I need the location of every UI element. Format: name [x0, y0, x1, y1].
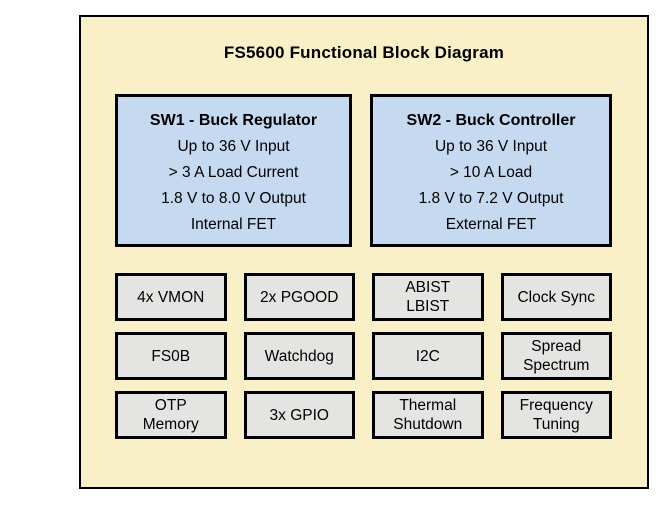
- function-blocks-grid: 4x VMON 2x PGOOD ABIST LBIST Clock Sync …: [115, 273, 612, 439]
- sw1-heading: SW1 - Buck Regulator: [149, 112, 318, 129]
- function-block-clock-sync: Clock Sync: [500, 273, 612, 321]
- sw2-input-spec: Up to 36 V Input: [434, 138, 548, 155]
- function-block-fs0b: FS0B: [115, 332, 227, 380]
- function-block-4x-vmon: 4x VMON: [115, 273, 227, 321]
- sw2-load-spec: > 10 A Load: [449, 164, 533, 181]
- function-block-spread-spectrum: Spread Spectrum: [500, 332, 612, 380]
- regulator-blocks-row: SW1 - Buck Regulator Up to 36 V Input > …: [115, 94, 612, 247]
- block-diagram-frame: FS5600 Functional Block Diagram SW1 - Bu…: [79, 15, 649, 489]
- sw1-output-spec: 1.8 V to 8.0 V Output: [161, 190, 306, 207]
- sw1-input-spec: Up to 36 V Input: [177, 138, 290, 155]
- sw2-buck-controller-block: SW2 - Buck Controller Up to 36 V Input >…: [370, 94, 612, 247]
- function-block-thermal-shutdown: Thermal Shutdown: [372, 391, 484, 439]
- function-block-2x-pgood: 2x PGOOD: [243, 273, 355, 321]
- function-block-otp-memory: OTP Memory: [115, 391, 227, 439]
- diagram-title: FS5600 Functional Block Diagram: [223, 43, 505, 62]
- sw1-buck-regulator-block: SW1 - Buck Regulator Up to 36 V Input > …: [115, 94, 352, 247]
- sw2-fet-spec: External FET: [445, 216, 537, 233]
- sw1-load-spec: > 3 A Load Current: [168, 164, 299, 181]
- function-block-abist-lbist: ABIST LBIST: [372, 273, 484, 321]
- function-block-watchdog: Watchdog: [243, 332, 355, 380]
- sw1-fet-spec: Internal FET: [190, 216, 277, 233]
- function-block-3x-gpio: 3x GPIO: [243, 391, 355, 439]
- function-block-frequency-tuning: Frequency Tuning: [500, 391, 612, 439]
- sw2-heading: SW2 - Buck Controller: [406, 112, 576, 129]
- sw2-output-spec: 1.8 V to 7.2 V Output: [418, 190, 564, 207]
- function-block-i2c: I2C: [372, 332, 484, 380]
